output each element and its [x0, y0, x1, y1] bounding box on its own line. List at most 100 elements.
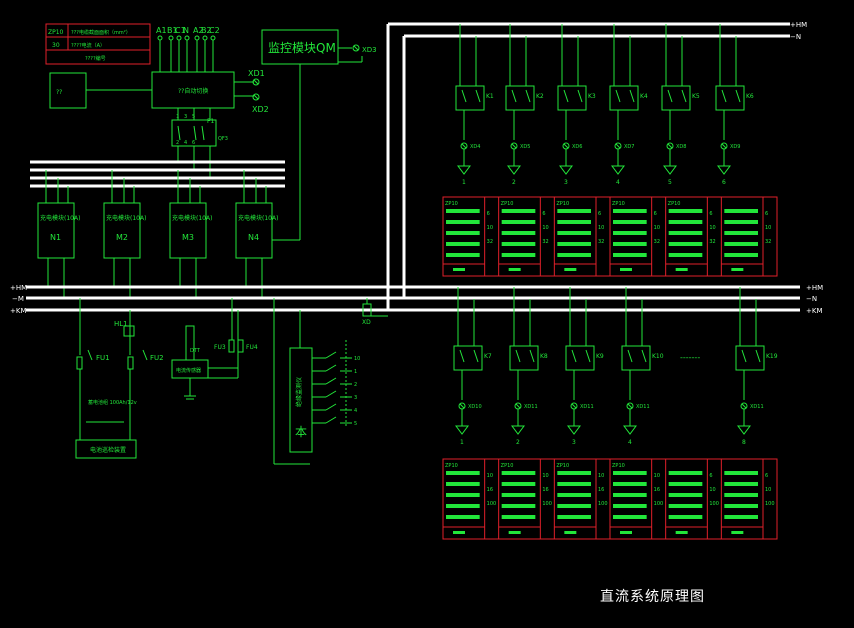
legend-desc-2: ????电流（A） — [71, 42, 105, 49]
table-cell-bar — [668, 242, 703, 246]
legend-desc-3: ????编号 — [85, 55, 106, 62]
terminal-dot — [202, 35, 208, 41]
rectifier-box — [235, 202, 273, 259]
bus-top-n: −N — [790, 33, 801, 41]
table-cell-bar — [668, 493, 703, 497]
bus-top-hm: +HM — [790, 21, 807, 29]
table-cell-bar — [724, 482, 758, 486]
breaker-blade — [529, 349, 535, 363]
table-cell-bar — [668, 209, 703, 213]
diagram-title: 直流系统原理图 — [600, 589, 705, 605]
feeder-breaker — [557, 85, 587, 111]
table-group-head: ZP10 — [501, 463, 514, 469]
table-number: 32 — [542, 239, 548, 245]
rectifier-label: 充电模块(10A) — [172, 214, 212, 222]
qf3-label: QF3 — [218, 136, 228, 142]
table-cell-bar — [668, 482, 703, 486]
indicator-cross — [627, 403, 633, 409]
breaker-blade — [571, 349, 577, 363]
indicator-label: XD11 — [524, 404, 538, 410]
feeder-breaker — [609, 85, 639, 111]
sensor-box-label: 电流传感器 — [176, 367, 201, 374]
indicator-cross — [511, 143, 517, 149]
rectifier-label: 充电模块(10A) — [238, 214, 278, 222]
table-group-head: ZP10 — [445, 201, 458, 207]
table-cell-bar — [446, 504, 480, 508]
table-number: 32 — [765, 239, 771, 245]
table-cell-bar — [557, 242, 591, 246]
table-number: 10 — [654, 473, 660, 479]
fu2-label: FU2 — [150, 354, 164, 362]
feeder-terminal — [455, 425, 469, 435]
table-cell-bar — [446, 253, 480, 257]
table-cell-bar — [724, 209, 758, 213]
table-footer-bar — [620, 531, 632, 534]
table-cell-bar — [501, 220, 536, 224]
bus-left-hm: +HM — [10, 284, 27, 292]
table-number: 100 — [598, 501, 608, 507]
table-number: 6 — [542, 211, 545, 217]
breaker-label: K2 — [536, 93, 544, 100]
table-cell-bar — [446, 493, 480, 497]
table-number: 32 — [598, 239, 604, 245]
breaker-blade — [629, 89, 635, 103]
table-cell-bar — [724, 220, 758, 224]
terminal-dot — [168, 35, 174, 41]
table-cell-bar — [557, 515, 591, 519]
table-cell-bar — [668, 231, 703, 235]
sensor-label: DTT — [190, 348, 201, 354]
table-cell-bar — [501, 253, 536, 257]
table-cell-bar — [668, 253, 703, 257]
indicator-label: XD7 — [624, 144, 634, 150]
feeder-number: 1 — [460, 439, 464, 446]
table-number: 100 — [765, 501, 775, 507]
table-cell-bar — [557, 209, 591, 213]
table-cell-bar — [613, 242, 647, 246]
feeder-terminal — [623, 425, 637, 435]
terminal-label: B2 — [201, 26, 212, 35]
fu4-label: FU4 — [246, 344, 258, 351]
switch-blade — [325, 364, 337, 372]
indicator-cross — [563, 143, 569, 149]
terminal-label: C1 — [175, 26, 186, 35]
table-cell-bar — [668, 220, 703, 224]
table-group-head: ZP10 — [445, 463, 458, 469]
table-cell-bar — [724, 231, 758, 235]
xd3-label: XD3 — [362, 46, 377, 54]
feeder-number: 6 — [722, 179, 726, 186]
switch-blade — [325, 390, 337, 398]
feeder-breaker — [565, 345, 595, 371]
qf-terminal-bottom: 6 — [192, 140, 195, 146]
breaker-label: K7 — [484, 353, 492, 360]
table-cell-bar — [613, 471, 647, 475]
feeder-number: 3 — [572, 439, 576, 446]
table-cell-bar — [557, 231, 591, 235]
bus-left-km: +KM — [10, 307, 27, 315]
table-cell-bar — [613, 253, 647, 257]
indicator-cross — [459, 403, 465, 409]
breaker-blade — [741, 349, 747, 363]
breaker-blade — [585, 349, 591, 363]
legend-table: ZP10 ???电缆截面面积（mm²） 30 ????电流（A） ????编号 — [45, 23, 151, 65]
table-cell-bar — [724, 242, 758, 246]
table-number: 16 — [598, 487, 604, 493]
table-number: 10 — [487, 225, 493, 231]
table-number: 10 — [709, 487, 715, 493]
xd2-label: XD2 — [252, 105, 269, 114]
table-cell-bar — [501, 504, 536, 508]
breaker-blade — [667, 89, 673, 103]
breaker-blade — [721, 89, 727, 103]
table-cell-bar — [501, 242, 536, 246]
table-number: 32 — [487, 239, 493, 245]
table-number: 6 — [765, 473, 768, 479]
rectifier-box — [103, 202, 141, 259]
qf-terminal-bottom: 2 — [176, 140, 179, 146]
feeder-terminal — [559, 165, 573, 175]
table-number: 10 — [709, 225, 715, 231]
switch-number: 10 — [354, 356, 360, 362]
bus-xd-label: XD — [362, 319, 371, 326]
feeder-breaker — [735, 345, 765, 371]
indicator-cross — [571, 403, 577, 409]
fu3-label: FU3 — [214, 344, 226, 351]
